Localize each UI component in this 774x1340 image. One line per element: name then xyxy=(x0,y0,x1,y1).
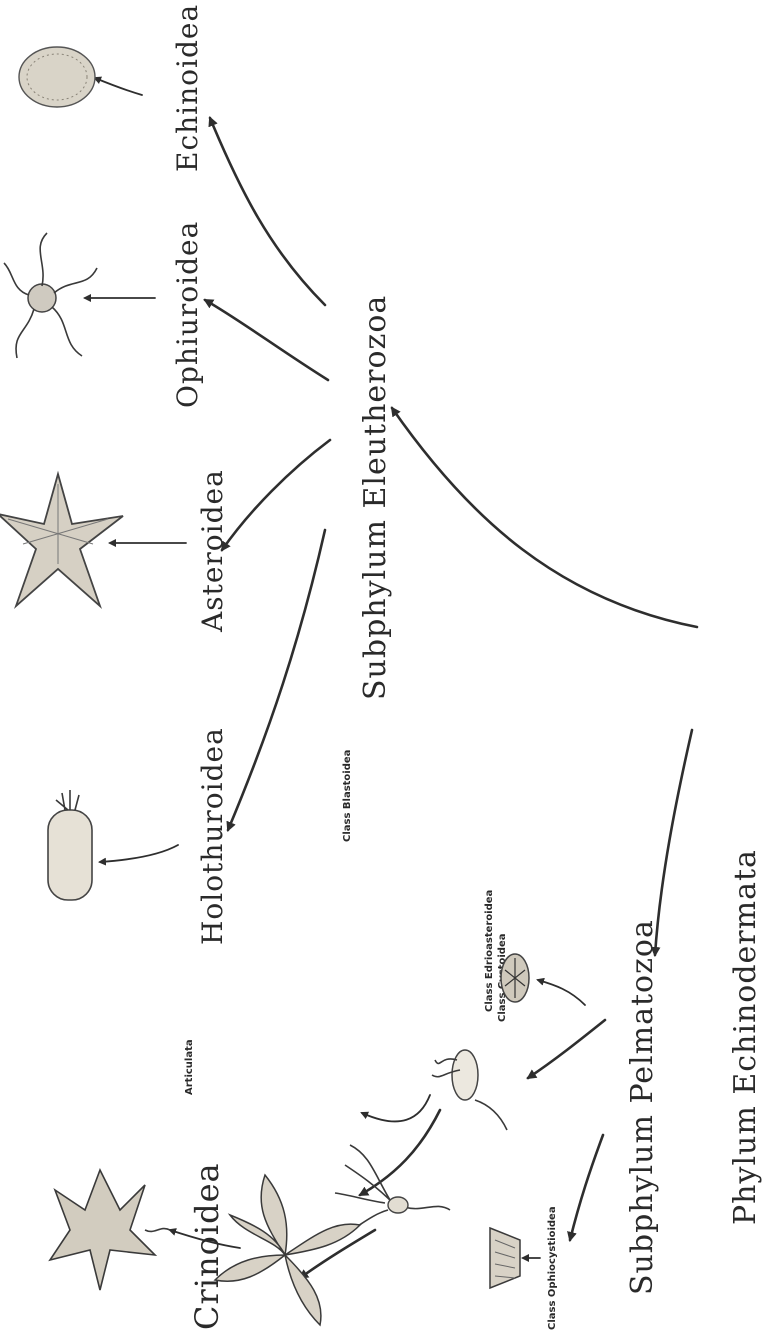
arrow-phylum-to-eleutherozoa xyxy=(392,408,697,627)
sea-cucumber-illustration xyxy=(48,790,92,900)
cystoid-illustration xyxy=(432,1050,507,1130)
class-crinoidea-label: Crinoidea xyxy=(188,1162,226,1330)
ophiocystioid-illustration xyxy=(490,1228,520,1288)
subphylum-pelmatozoa-label: Subphylum Pelmatozoa xyxy=(625,919,660,1295)
arrow-pelmatozoa-to-cystoidea xyxy=(528,1020,605,1078)
arrow-cystoidea-to-blastoidea xyxy=(362,1095,430,1121)
arrow-holothuroidea-to-sea-cucumber xyxy=(100,845,178,862)
class-holothuroidea-label: Holothuroidea xyxy=(196,727,229,945)
arrow-eleutherozoa-to-asteroidea xyxy=(222,440,330,550)
arrow-eleutherozoa-to-echinoidea xyxy=(210,118,325,305)
arrow-phylum-to-pelmatozoa xyxy=(655,730,692,955)
class-edrioasteroidea-label: Class Edrioasteroidea xyxy=(484,890,495,1012)
subphylum-eleutherozoa-label: Subphylum Eleutherozoa xyxy=(358,295,393,700)
arrow-eleutherozoa-to-holothuroidea xyxy=(228,530,325,830)
starfish-illustration xyxy=(0,474,123,606)
crinoid-illustration xyxy=(215,1175,360,1325)
class-echinoidea-label: Echinoidea xyxy=(171,4,204,172)
articulata-illustration xyxy=(50,1170,170,1290)
arrow-pelmatozoa-to-edrioasteroidea xyxy=(538,980,585,1005)
arrow-pelmatozoa-to-ophiocystioidea xyxy=(570,1135,603,1240)
brittle-star-illustration xyxy=(4,233,97,358)
articulata-label: Articulata xyxy=(184,1039,195,1095)
class-ophiuroidea-label: Ophiuroidea xyxy=(171,221,204,408)
arrow-echinoidea-to-urchin xyxy=(95,78,142,95)
stalked-crinoid-illustration xyxy=(335,1145,450,1235)
arrow-eleutherozoa-to-ophiuroidea xyxy=(205,300,328,380)
edrioasteroid-illustration xyxy=(501,954,529,1002)
class-asteroidea-label: Asteroidea xyxy=(196,469,229,633)
class-blastoidea-label: Class Blastoidea xyxy=(342,750,353,842)
class-ophiocystioidea-label: Class Ophiocystioidea xyxy=(547,1206,558,1330)
sea-urchin-illustration xyxy=(19,47,95,107)
arrow-cystoidea-to-crinoid-stem xyxy=(360,1110,440,1195)
phylum-label: Phylum Echinodermata xyxy=(728,849,763,1225)
